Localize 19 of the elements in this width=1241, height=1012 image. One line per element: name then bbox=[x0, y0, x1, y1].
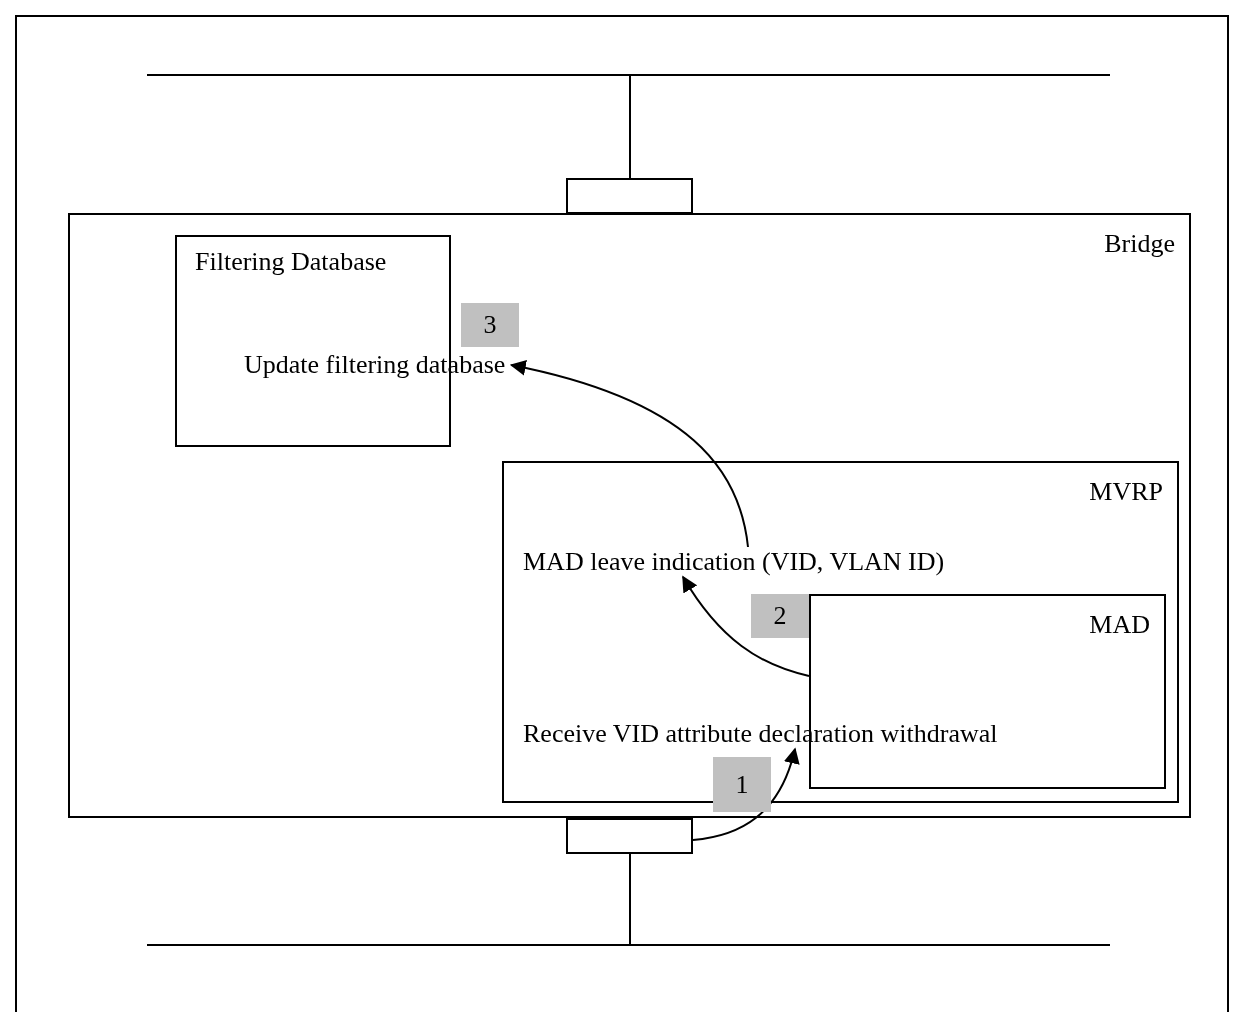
step-label: MAD leave indication (VID, VLAN ID) bbox=[523, 547, 945, 577]
arrow bbox=[682, 575, 810, 677]
box-title: Filtering Database bbox=[195, 247, 387, 277]
bridge-box bbox=[68, 213, 1191, 818]
step-number-badge: 1 bbox=[713, 757, 771, 812]
box-title: MVRP bbox=[1089, 477, 1163, 507]
arrow bbox=[509, 360, 749, 548]
box-title: Bridge bbox=[1104, 229, 1175, 259]
step-number-badge: 3 bbox=[461, 303, 519, 347]
protocol-box bbox=[502, 461, 1179, 803]
port-box bbox=[566, 178, 693, 214]
connector-line bbox=[629, 75, 631, 179]
step-number-badge: 2 bbox=[751, 594, 809, 638]
port-box bbox=[566, 818, 693, 854]
connector-line bbox=[629, 853, 631, 945]
box-title: MAD bbox=[1089, 610, 1150, 640]
lan-line bbox=[147, 944, 1110, 946]
arrow bbox=[692, 747, 799, 841]
lan-line bbox=[147, 74, 1110, 76]
